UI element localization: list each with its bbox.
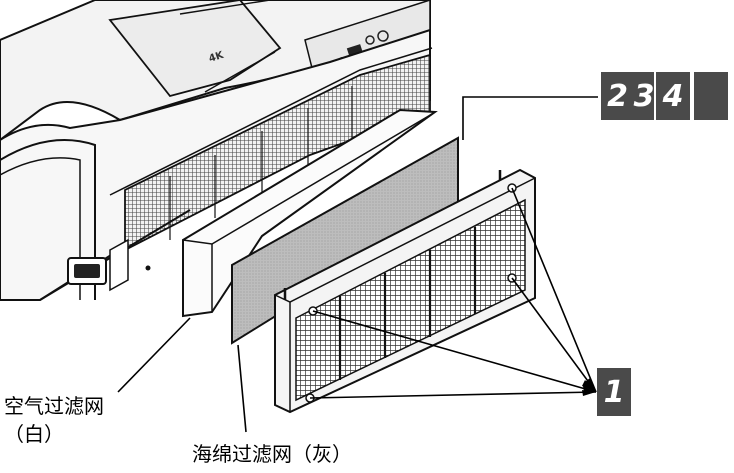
air-filter-label: 空气过滤网 bbox=[4, 394, 104, 418]
callout-step-blank bbox=[694, 72, 728, 120]
callout-step-2: 2 bbox=[601, 72, 634, 120]
projector-illustration: 4K bbox=[0, 0, 433, 301]
callout-step-3: 3 bbox=[634, 72, 654, 120]
air-filter-white[interactable] bbox=[182, 108, 438, 318]
callout-step-4: 4 bbox=[656, 72, 690, 120]
filter-cover-grille[interactable] bbox=[274, 168, 536, 414]
air-filter-color-label: （白） bbox=[4, 422, 64, 446]
projector-badge: 4K bbox=[208, 49, 227, 64]
callout-screws: 1 bbox=[597, 368, 631, 416]
leader-lines bbox=[117, 96, 598, 433]
leader-arrowheads bbox=[582, 378, 596, 396]
sponge-filter-label: 海绵过滤网（灰） bbox=[192, 442, 352, 466]
